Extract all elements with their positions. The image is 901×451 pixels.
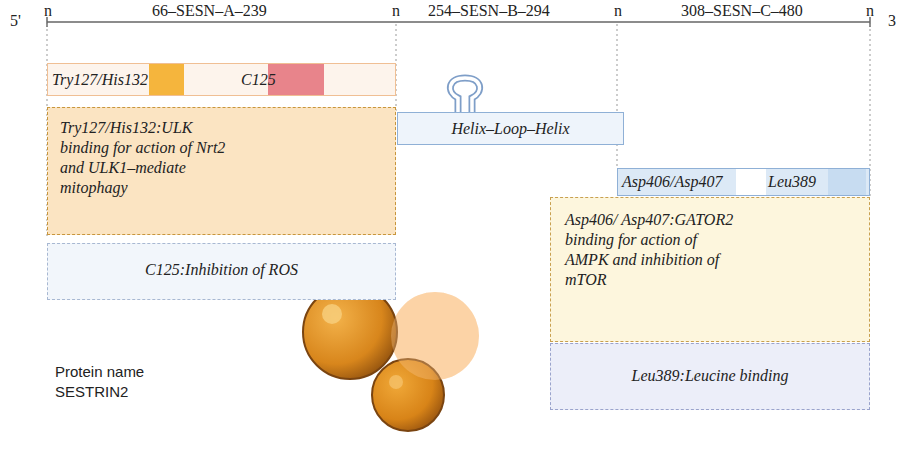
function-box: Leu389:Leucine binding <box>550 343 870 410</box>
function-box: Try127/His132:ULK binding for action of … <box>47 107 396 235</box>
domain-range: 308–SESN–C–480 <box>681 2 803 20</box>
box-text: Helix–Loop–Helix <box>398 113 623 144</box>
motif-box: Helix–Loop–Helix <box>397 112 624 145</box>
boundary-marker: n <box>866 2 874 20</box>
strand-end: 5' <box>10 12 21 30</box>
domain-segment <box>828 169 866 195</box>
domain-segment <box>149 64 184 95</box>
sequence-axis <box>47 21 870 23</box>
box-text: Leu389:Leucine binding <box>563 366 857 386</box>
boundary-marker: n <box>614 2 622 20</box>
protein-name: Protein name SESTRIN2 <box>55 362 165 402</box>
function-box: C125:Inhibition of ROS <box>47 243 396 300</box>
residue-label: Leu389 <box>768 169 816 195</box>
boundary-marker: n <box>44 2 52 20</box>
domain-segment <box>268 64 324 95</box>
function-box: Asp406/ Asp407:GATOR2 binding for action… <box>550 197 870 342</box>
protein-illustration <box>303 285 479 431</box>
box-text: Asp406/ Asp407:GATOR2 binding for action… <box>565 210 737 290</box>
domain-bar: Try127/His132 C125 <box>47 63 396 96</box>
residue-label: Asp406/Asp407 <box>622 169 722 195</box>
residue-label: C125 <box>241 64 276 95</box>
strand-end: 3 <box>888 12 896 30</box>
residue-label: Try127/His132 <box>52 64 148 95</box>
loop-symbol <box>450 78 479 113</box>
domain-range: 66–SESN–A–239 <box>152 2 267 20</box>
box-text: C125:Inhibition of ROS <box>60 260 383 280</box>
box-text: Try127/His132:ULK binding for action of … <box>60 118 242 198</box>
domain-bar: Asp406/Asp407 Leu389 <box>617 168 870 196</box>
domain-range: 254–SESN–B–294 <box>428 2 550 20</box>
domain-segment <box>736 169 766 195</box>
boundary-marker: n <box>392 2 400 20</box>
